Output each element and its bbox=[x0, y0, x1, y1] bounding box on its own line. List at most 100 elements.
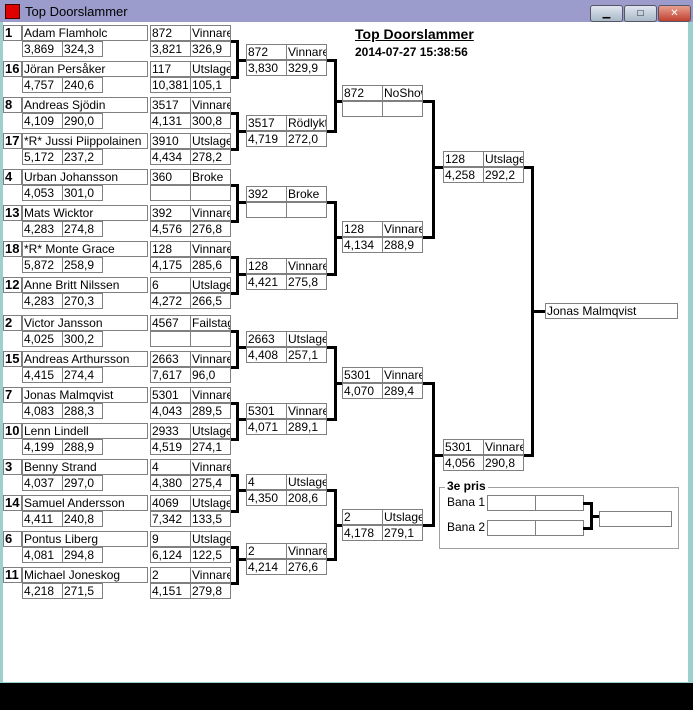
round1-status: Vinnare bbox=[190, 387, 231, 403]
round4-elapsed-time: 4,056 bbox=[443, 455, 484, 471]
bracket-line bbox=[231, 292, 239, 295]
seed-number: 11 bbox=[3, 567, 22, 583]
round2-elapsed-time: 4,350 bbox=[246, 490, 287, 506]
round1-status: Vinnare bbox=[190, 25, 231, 41]
bracket-line bbox=[327, 489, 337, 492]
driver-name: Benny Strand bbox=[22, 459, 148, 475]
qualifying-speed: 274,8 bbox=[62, 221, 103, 237]
seed-number: 6 bbox=[3, 531, 22, 547]
bracket-line bbox=[327, 273, 337, 276]
round1-elapsed-time: 4,380 bbox=[150, 475, 191, 491]
round3-car-number: 5301 bbox=[342, 367, 383, 383]
bracket-line bbox=[231, 40, 239, 43]
round1-elapsed-time: 7,342 bbox=[150, 511, 191, 527]
round1-status: Utslagen bbox=[190, 133, 231, 149]
round1-car-number: 3517 bbox=[150, 97, 191, 113]
round1-car-number: 2933 bbox=[150, 423, 191, 439]
qualifying-speed: 288,3 bbox=[62, 403, 103, 419]
bracket-line bbox=[334, 236, 342, 239]
round2-car-number: 2 bbox=[246, 543, 287, 559]
round3-speed: 289,4 bbox=[382, 383, 423, 399]
round1-status: Utslagen bbox=[190, 495, 231, 511]
round2-speed bbox=[286, 202, 327, 218]
bracket-line bbox=[231, 220, 239, 223]
bracket-line bbox=[524, 166, 534, 169]
bracket-line bbox=[334, 59, 337, 133]
bracket-line bbox=[583, 527, 593, 530]
lane1-speed-input[interactable] bbox=[535, 495, 584, 511]
lane1-time-input[interactable] bbox=[487, 495, 536, 511]
driver-name: Michael Joneskog bbox=[22, 567, 148, 583]
reaction-time: 4,081 bbox=[22, 547, 63, 563]
lane2-time-input[interactable] bbox=[487, 520, 536, 536]
third-place-result[interactable] bbox=[599, 511, 672, 527]
title-bar[interactable]: Top Doorslammer ▁ □ ✕ bbox=[0, 0, 693, 22]
round1-elapsed-time: 3,821 bbox=[150, 41, 191, 57]
driver-name: Lenn Lindell bbox=[22, 423, 148, 439]
round1-status: Broke bbox=[190, 169, 231, 185]
lane2-speed-input[interactable] bbox=[535, 520, 584, 536]
driver-name: Adam Flamholc bbox=[22, 25, 148, 41]
round3-elapsed-time: 4,134 bbox=[342, 237, 383, 253]
bracket-line bbox=[231, 510, 239, 513]
bracket-line bbox=[236, 130, 246, 133]
bracket-line bbox=[236, 474, 239, 513]
maximize-button[interactable]: □ bbox=[624, 5, 657, 22]
round1-car-number: 4 bbox=[150, 459, 191, 475]
winner-name: Jonas Malmqvist bbox=[545, 303, 678, 319]
round2-car-number: 128 bbox=[246, 258, 287, 274]
qualifying-speed: 324,3 bbox=[62, 41, 103, 57]
minimize-button[interactable]: ▁ bbox=[590, 5, 623, 22]
round1-car-number: 2 bbox=[150, 567, 191, 583]
driver-name: Urban Johansson bbox=[22, 169, 148, 185]
bracket-line bbox=[231, 330, 239, 333]
qualifying-speed: 240,8 bbox=[62, 511, 103, 527]
round2-speed: 208,6 bbox=[286, 490, 327, 506]
round1-elapsed-time: 4,434 bbox=[150, 149, 191, 165]
lane2-label: Bana 2 bbox=[447, 520, 486, 534]
bracket-line bbox=[231, 402, 239, 405]
round1-status: Utslagen bbox=[190, 531, 231, 547]
round1-elapsed-time: 4,151 bbox=[150, 583, 191, 599]
round1-status: Failstage bbox=[190, 315, 231, 331]
bracket-line bbox=[236, 273, 246, 276]
bracket-line bbox=[236, 489, 246, 492]
round1-speed: 274,1 bbox=[190, 439, 231, 455]
round1-speed: 285,6 bbox=[190, 257, 231, 273]
qualifying-speed: 270,3 bbox=[62, 293, 103, 309]
driver-name: *R* Monte Grace bbox=[22, 241, 148, 257]
round1-car-number: 360 bbox=[150, 169, 191, 185]
round2-speed: 329,9 bbox=[286, 60, 327, 76]
bracket-line bbox=[423, 100, 435, 103]
round1-elapsed-time: 7,617 bbox=[150, 367, 191, 383]
round2-car-number: 392 bbox=[246, 186, 287, 202]
bracket-line bbox=[423, 382, 435, 385]
round1-car-number: 117 bbox=[150, 61, 191, 77]
round2-car-number: 5301 bbox=[246, 403, 287, 419]
reaction-time: 4,199 bbox=[22, 439, 63, 455]
qualifying-speed: 274,4 bbox=[62, 367, 103, 383]
round1-status: Vinnare bbox=[190, 97, 231, 113]
bracket-line bbox=[236, 402, 239, 441]
qualifying-speed: 237,2 bbox=[62, 149, 103, 165]
qualifying-speed: 258,9 bbox=[62, 257, 103, 273]
round3-car-number: 872 bbox=[342, 85, 383, 101]
round2-status: Vinnare bbox=[286, 258, 327, 274]
round1-speed: 105,1 bbox=[190, 77, 231, 93]
round2-status: Vinnare bbox=[286, 543, 327, 559]
reaction-time: 5,172 bbox=[22, 149, 63, 165]
bracket-line bbox=[327, 201, 337, 204]
round3-status: Utslagen bbox=[382, 509, 423, 525]
bracket-line bbox=[236, 59, 246, 62]
round2-status: Rödlykta bbox=[286, 115, 327, 131]
bracket-line bbox=[590, 515, 599, 518]
reaction-time: 3,869 bbox=[22, 41, 63, 57]
round1-car-number: 4069 bbox=[150, 495, 191, 511]
driver-name: Mats Wicktor bbox=[22, 205, 148, 221]
round2-elapsed-time: 3,830 bbox=[246, 60, 287, 76]
reaction-time: 4,411 bbox=[22, 511, 63, 527]
driver-name: Anne Britt Nilssen bbox=[22, 277, 148, 293]
close-button[interactable]: ✕ bbox=[658, 5, 691, 22]
round1-elapsed-time bbox=[150, 185, 191, 201]
round1-car-number: 128 bbox=[150, 241, 191, 257]
